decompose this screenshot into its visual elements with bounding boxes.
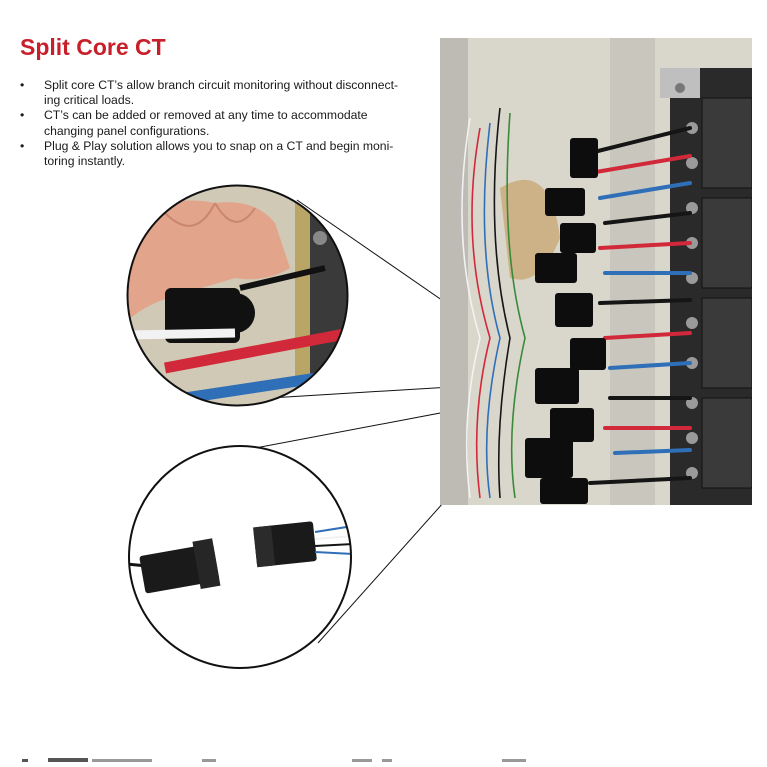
page-title: Split Core CT [20,34,166,60]
bullet-line: changing panel configurations. [44,123,210,138]
connector-male [139,538,221,594]
bullet-item: • Plug & Play solution allows you to sna… [20,139,440,169]
panel-photo [440,38,752,505]
bullet-marker: • [20,78,25,92]
bullet-line: CT’s can be added or removed at any time… [44,108,368,123]
cut-off-footer-line [22,758,526,762]
bullet-item: • CT’s can be added or removed at any ti… [20,108,440,138]
bullet-line: Split core CT’s allow branch circuit mon… [44,78,399,92]
bullet-line: ing critical loads. [44,93,135,108]
ct-sensors [525,138,606,504]
panel-wires [588,126,692,485]
zoom-hand-ct [126,184,349,407]
bullet-item: • Split core CT’s allow branch circuit m… [20,78,440,108]
connector-female [253,521,317,568]
thin-lead-wires [461,107,526,499]
bullet-line: Plug & Play solution allows you to snap … [44,138,394,153]
breaker-column [701,97,752,489]
bullet-line: toring instantly. [44,154,126,169]
bullet-list: • Split core CT’s allow branch circuit m… [20,78,440,169]
breaker-screws [686,122,698,479]
bullet-marker: • [20,138,25,153]
zoom-connectors [128,445,352,669]
bullet-marker: • [20,108,25,123]
